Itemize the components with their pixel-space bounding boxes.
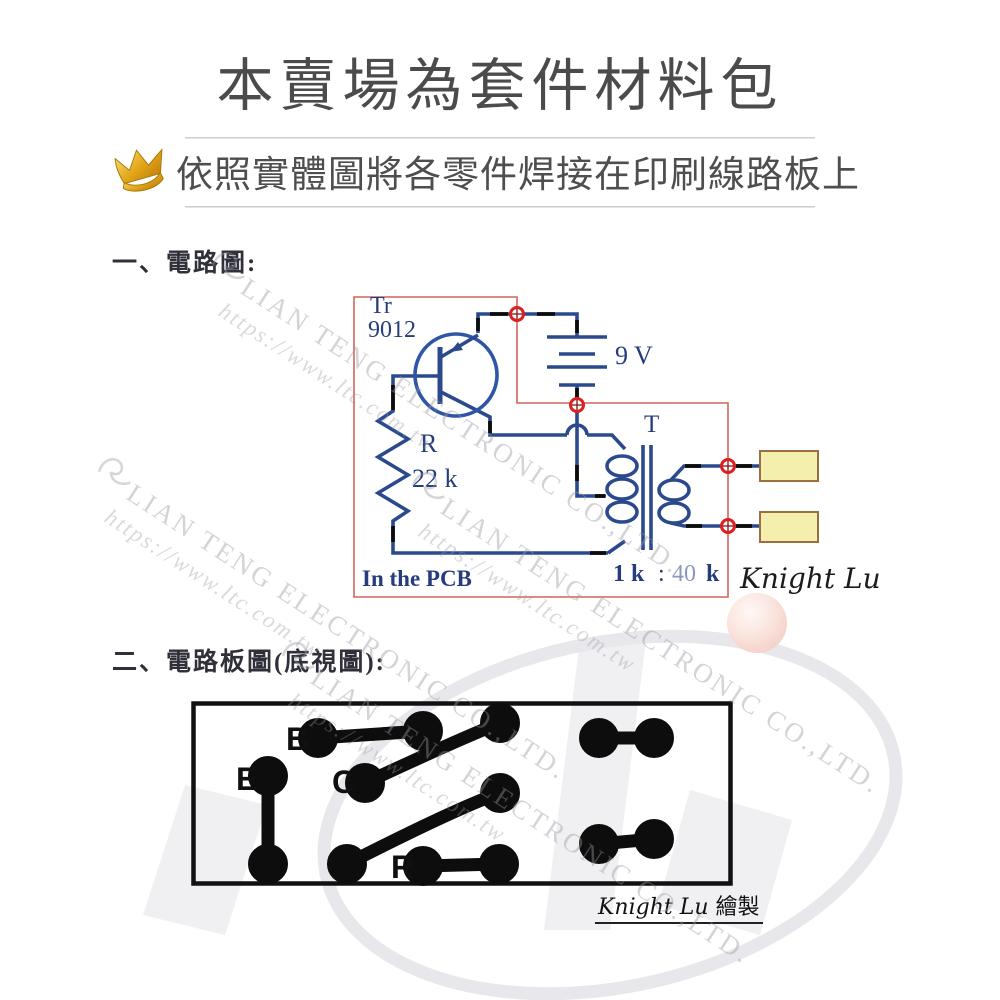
divider-top [185,137,815,139]
trace-right-top [579,718,674,758]
background-brand-logo [143,593,903,1000]
emitter-arrow [450,342,463,352]
transistor-label: Tr [370,293,392,319]
transistor-symbol [413,332,499,418]
trace-right-bottom [579,819,674,864]
pad-label-c: C [332,764,355,800]
transformer-core [641,445,653,550]
pcb-traces [248,703,674,886]
resistor-label: R [420,429,438,458]
divider-subtitle [185,206,815,208]
transformer-primary-winding [605,454,639,524]
pink-sphere [727,593,787,653]
logo-shape-right [658,790,792,935]
node-output-bottom [720,518,736,534]
node-battery-neg [569,397,585,413]
pcb-bottom-view: B E C R [191,701,733,886]
wire-black-segments [391,312,752,555]
pcb-signature-cjk: 繪製 [715,895,760,920]
trace-lower-curve [327,773,520,884]
trace-c-curve [345,703,520,803]
transformer-secondary-winding [657,464,760,528]
pad-label-r: R [391,849,414,885]
transistor-model: 9012 [368,317,416,343]
circuit-schematic: Tr 9012 9 V R 22 k T In the PCB 1 k : 40… [353,293,881,598]
node-output-top [720,458,736,474]
subtitle: 依照實體圖將各零件焊接在印刷線路板上 [176,154,860,195]
designer-signature: Knight Lu [739,562,881,595]
terminal-block-top [759,450,819,482]
pcb-signature-latin: Knight Lu [598,895,709,920]
crown-icon [114,148,164,192]
battery-label: 9 V [615,341,653,370]
transformer-label: T [644,411,659,438]
logo-shape-center [544,640,646,930]
node-top [509,306,525,322]
logo-orbit-ring [317,629,903,1000]
trace-b [298,711,443,758]
page-title: 本賣場為套件材料包 [216,54,784,118]
junction-nodes [509,306,736,534]
resistor-value: 22 k [412,464,458,493]
pad-label-e: E [236,761,257,797]
terminal-block-bottom [759,511,819,543]
trace-e [248,756,288,884]
circuit-pcb-outline [353,296,729,598]
pcb-note: In the PCB [362,566,472,591]
section1-heading: 一、電路圖: [112,250,258,277]
watermark-swan-icon [90,450,141,500]
transformer-ratio: 1 k : 40 k [613,561,720,587]
section2-heading: 二、電路板圖(底視圖): [112,649,386,676]
pad-label-b: B [286,721,309,757]
pcb-board-outline [191,701,733,886]
subtitle-row: 依照實體圖將各零件焊接在印刷線路板上 [114,144,860,198]
pcb-signature: Knight Lu 繪製 [595,889,763,924]
logo-shape-left [143,785,267,935]
trace-r [403,844,519,886]
